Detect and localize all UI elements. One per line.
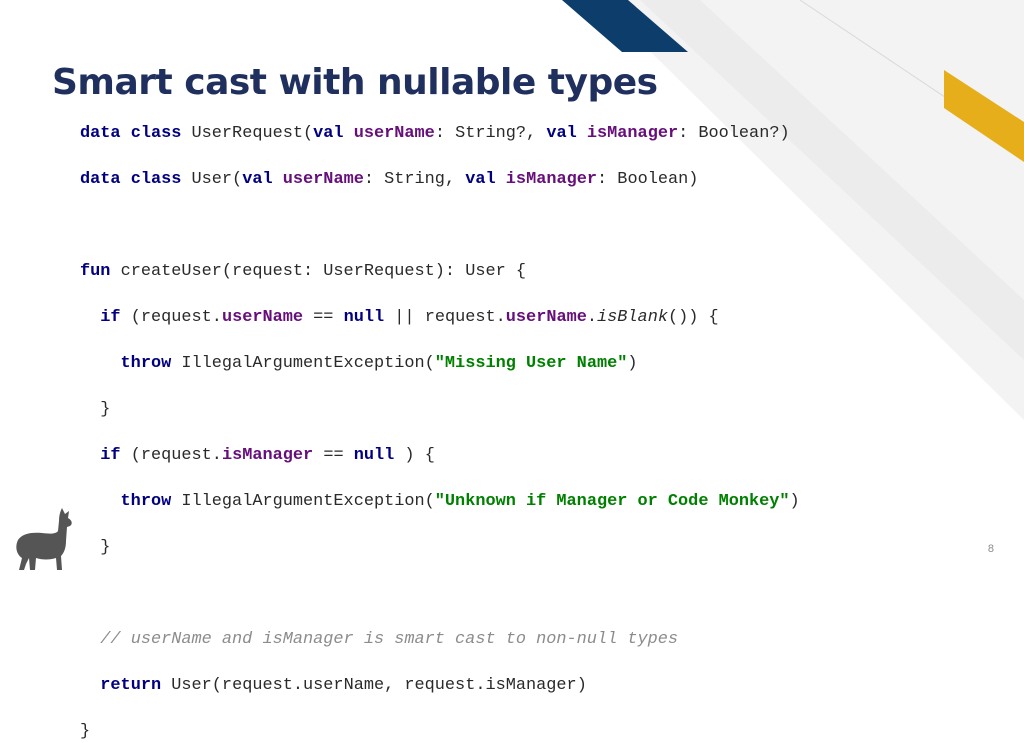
background-decoration: [562, 0, 1024, 420]
gray-stripe-shape: [598, 0, 1024, 420]
gray-band-shape: [640, 0, 1024, 360]
code-line-14: }: [80, 722, 91, 741]
code-line-4: fun createUser(request: UserRequest): Us…: [80, 262, 527, 281]
code-line-5: if (request.userName == null || request.…: [100, 308, 719, 327]
code-line-9: throw IllegalArgumentException("Unknown …: [120, 492, 800, 511]
code-line-11-blank: [80, 582, 800, 605]
code-line-3-blank: [80, 214, 800, 237]
code-line-1: data class UserRequest(val userName: Str…: [80, 124, 790, 143]
navy-stripe-shape: [562, 0, 688, 52]
code-block: data class UserRequest(val userName: Str…: [80, 122, 800, 743]
code-line-12: // userName and isManager is smart cast …: [100, 630, 679, 649]
code-line-10: }: [100, 538, 111, 557]
code-line-13: return User(request.userName, request.is…: [100, 676, 587, 695]
code-line-7: }: [100, 400, 111, 419]
code-line-6: throw IllegalArgumentException("Missing …: [120, 354, 638, 373]
slide-title: Smart cast with nullable types: [52, 62, 658, 103]
code-line-8: if (request.isManager == null ) {: [100, 446, 435, 465]
llama-icon: [16, 508, 72, 570]
page-number: 8: [987, 543, 994, 555]
gold-stripe-shape: [944, 70, 1024, 162]
code-line-2: data class User(val userName: String, va…: [80, 170, 699, 189]
